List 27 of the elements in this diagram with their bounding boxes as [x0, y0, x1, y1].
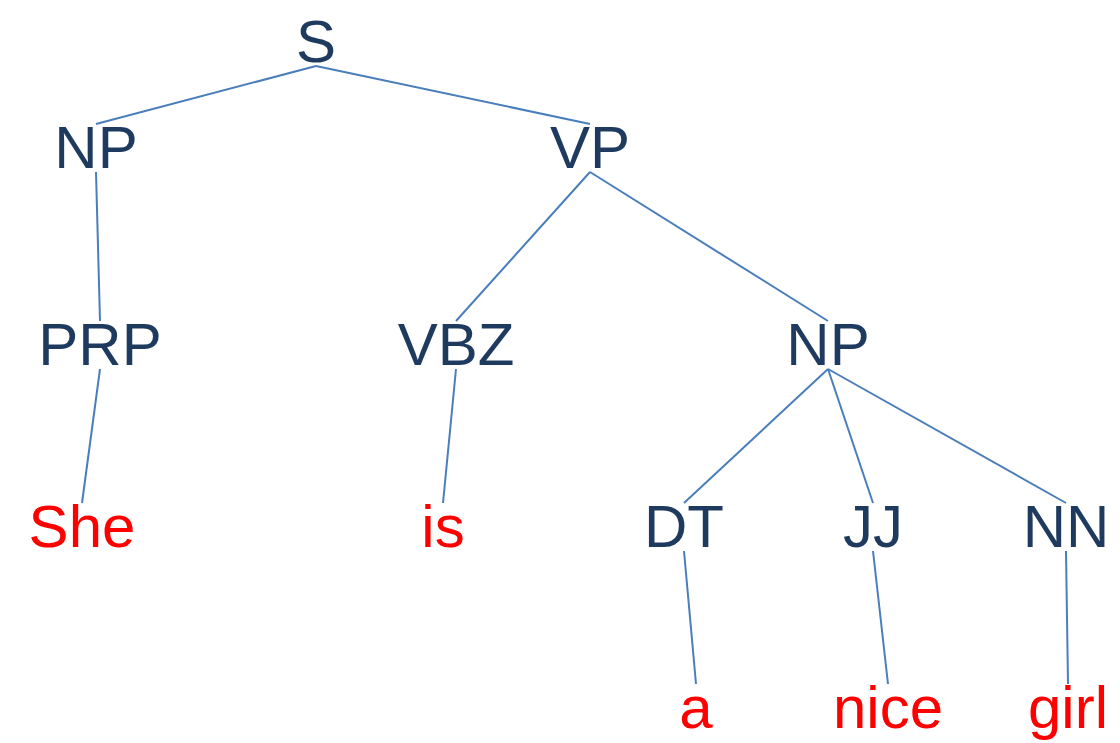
word-label: nice [832, 678, 944, 738]
tag-label: NP [786, 315, 870, 375]
tag-label: VP [550, 118, 630, 178]
tag-label: VBZ [397, 315, 515, 375]
tree-branch-line [589, 171, 829, 322]
tree-branch-line [827, 368, 874, 504]
word-label: She [28, 497, 136, 557]
tree-branch-line [95, 171, 101, 322]
tree-branch-line [872, 550, 889, 685]
tree-branch-line [683, 368, 829, 504]
word-label: a [679, 678, 713, 738]
tree-branch-line [95, 65, 317, 125]
tree-branch-line [455, 171, 591, 322]
tree-branch-line [81, 368, 101, 504]
word-label: girl [1028, 678, 1108, 738]
tree-branch-line [315, 65, 591, 125]
tree-branch-line [683, 550, 697, 685]
tag-label: NP [54, 118, 138, 178]
tree-branch-line [827, 368, 1067, 504]
word-label: is [421, 497, 465, 557]
tag-label: JJ [843, 497, 903, 557]
tag-label: DT [644, 497, 724, 557]
tag-label: PRP [38, 315, 162, 375]
tag-label: NN [1022, 497, 1110, 557]
tree-branch-line [442, 368, 457, 504]
tag-label: S [296, 12, 336, 72]
tree-branch-line [1065, 550, 1069, 685]
